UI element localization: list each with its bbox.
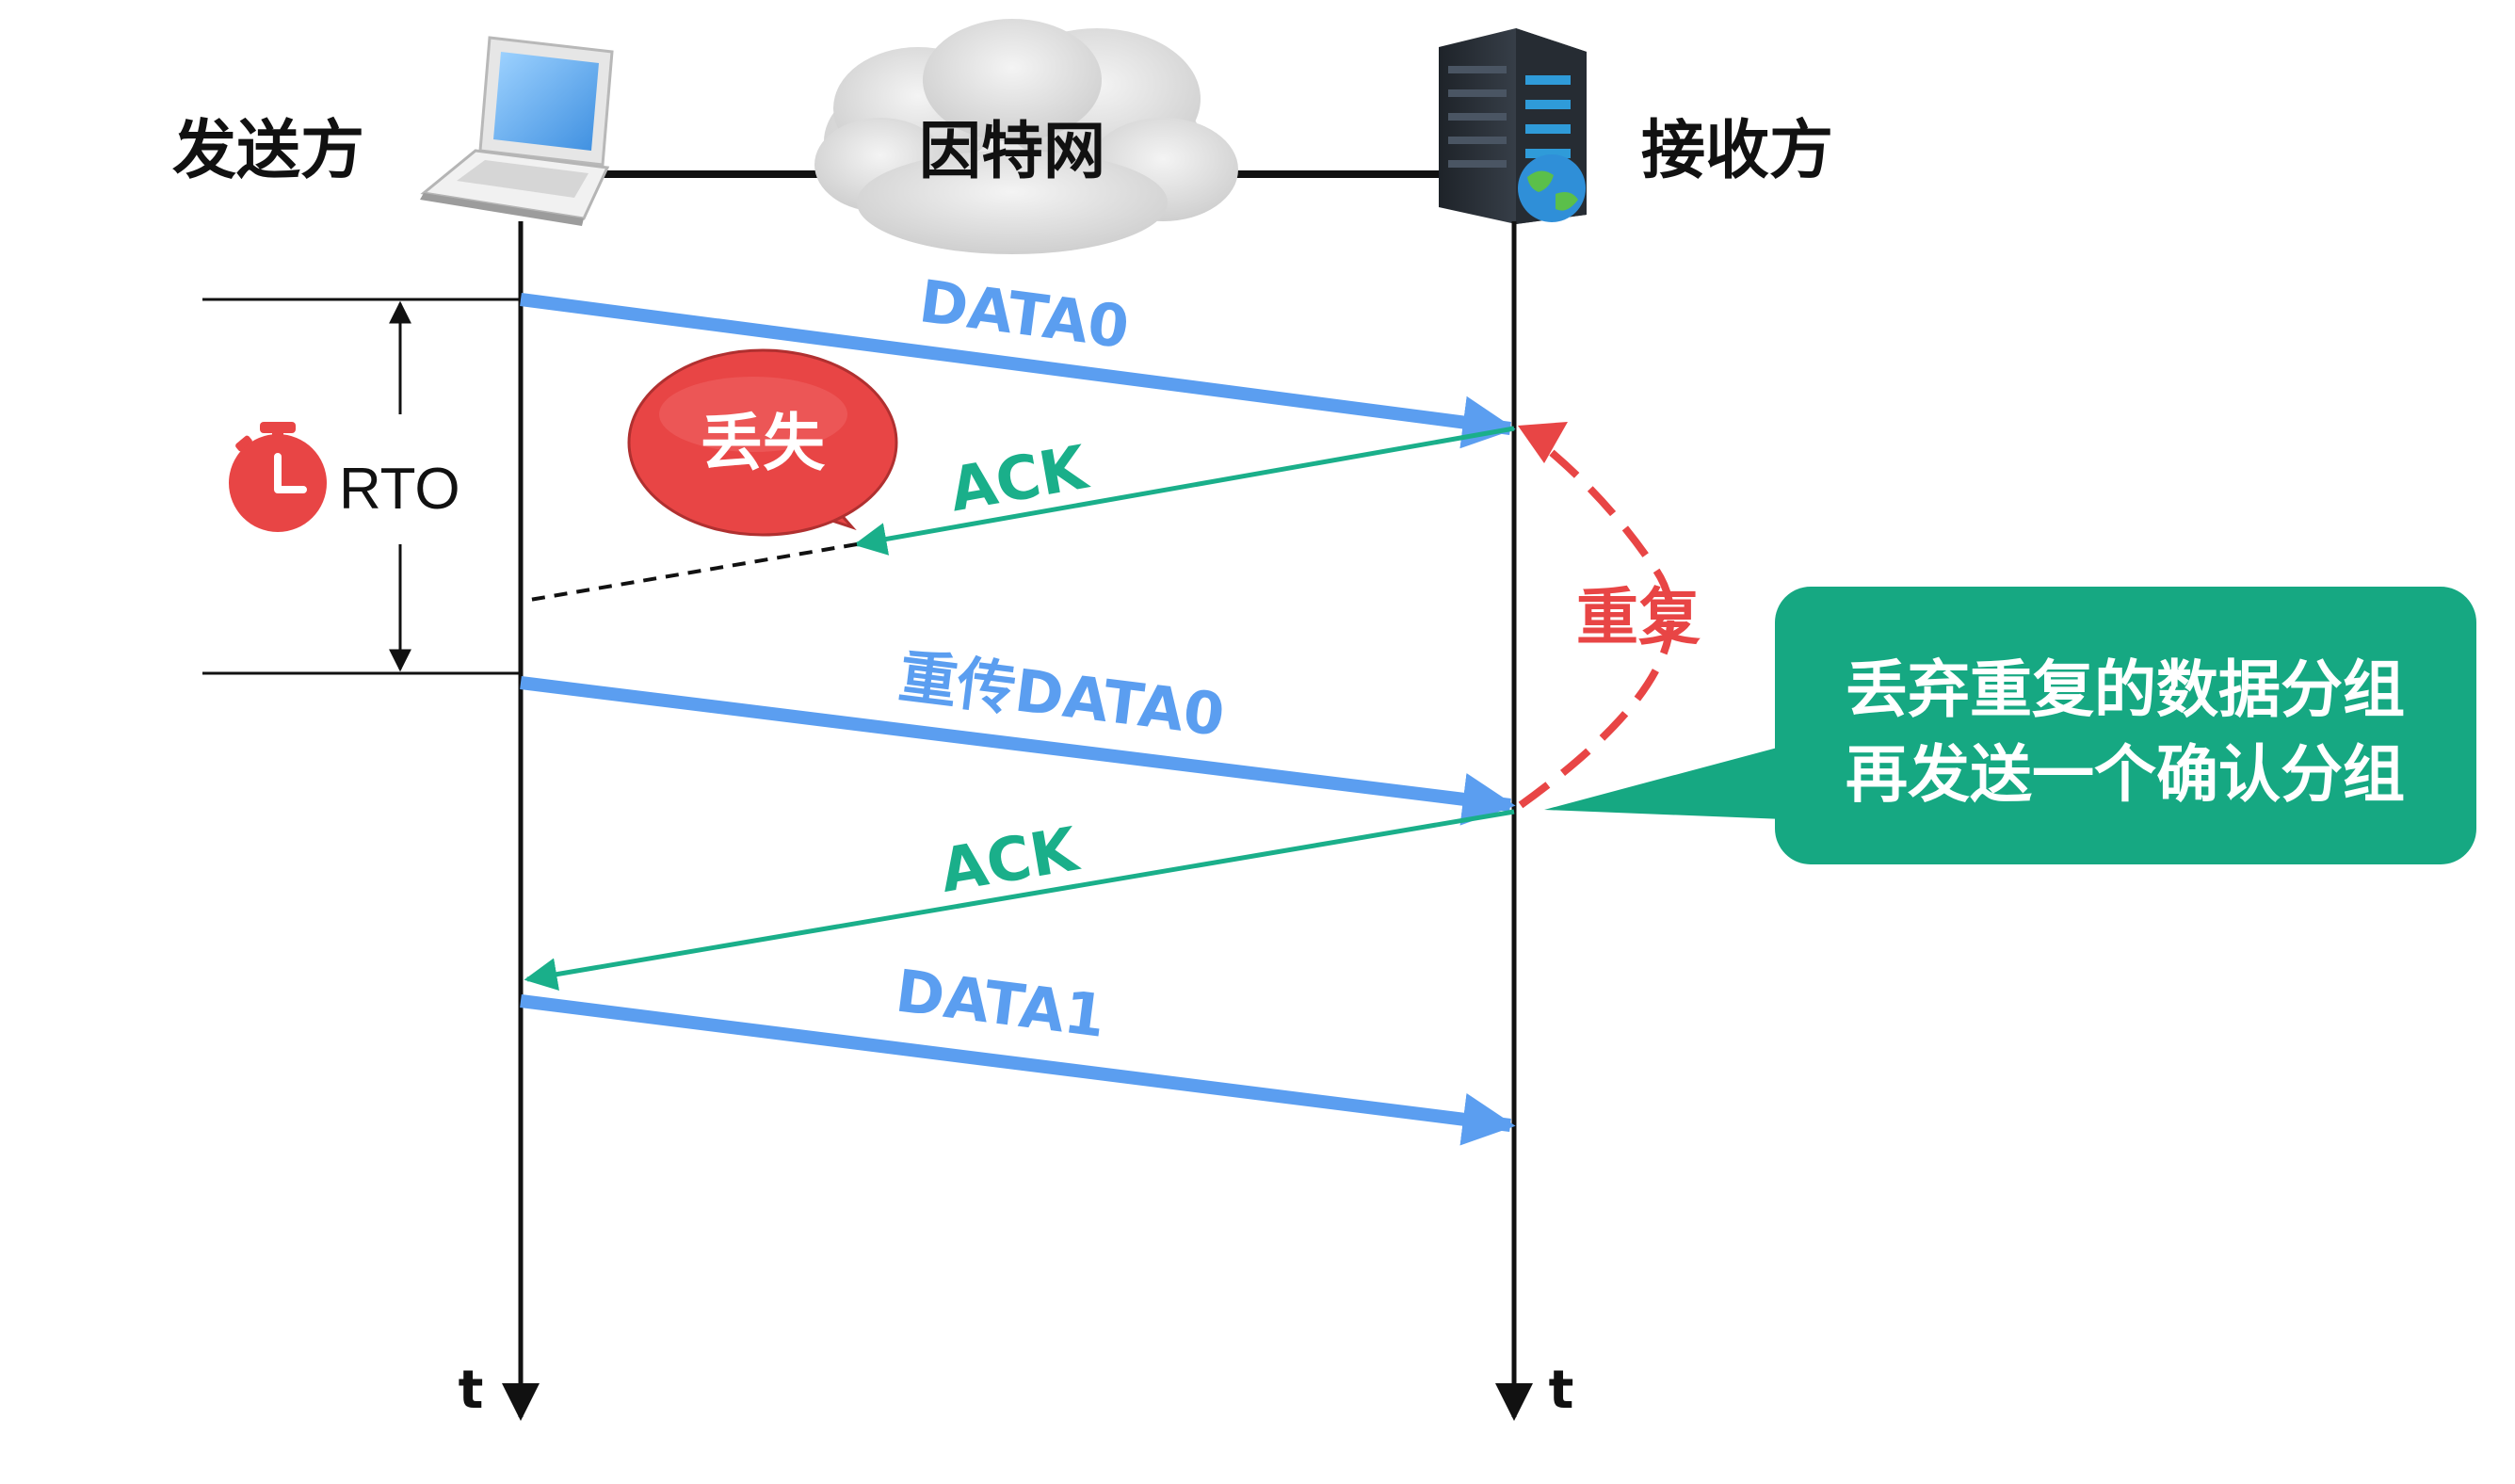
message-data0-label: DATA0 (915, 266, 1133, 362)
duplicate-arc-arrowhead (1518, 422, 1568, 463)
message-ack-lost-arrow (853, 426, 1515, 556)
rto-label: RTO (339, 457, 460, 522)
server-icon (1439, 28, 1587, 224)
laptop-icon (420, 36, 614, 226)
message-data1-label: DATA1 (892, 956, 1109, 1050)
message-retransmit-data0-arrow (520, 676, 1516, 826)
message-ack-arrow (524, 809, 1515, 991)
sender-label: 发送方 (172, 114, 364, 188)
network-label: 因特网 (919, 115, 1105, 187)
callout-line-1: 丢弃重复的数据分组 (1846, 653, 2405, 726)
cloud-icon (814, 19, 1238, 254)
discard-callout (1544, 587, 2476, 864)
callout-line-2: 再发送一个确认分组 (1846, 738, 2405, 811)
lost-path-dashed-line (524, 542, 858, 603)
message-ack-label: ACK (935, 815, 1085, 907)
receiver-label: 接收方 (1641, 114, 1833, 188)
sender-time-label: t (459, 1360, 484, 1421)
loss-bubble (627, 348, 898, 537)
loss-bubble-label: 丢失 (701, 407, 826, 479)
duplicate-label: 重复 (1576, 581, 1701, 653)
message-data1-arrow (520, 994, 1516, 1146)
duplicate-arc (1518, 431, 1675, 809)
receiver-time-label: t (1549, 1360, 1574, 1421)
message-ack-lost-label: ACK (944, 433, 1094, 526)
message-data0-arrow (520, 293, 1516, 449)
stopwatch-icon (229, 422, 327, 532)
